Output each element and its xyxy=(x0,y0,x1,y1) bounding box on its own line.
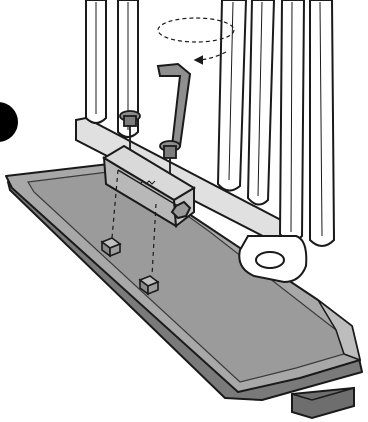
step-number-badge xyxy=(0,102,18,142)
frame-slot-hole xyxy=(256,252,284,268)
tray-foot xyxy=(292,388,354,418)
allen-key xyxy=(158,64,190,146)
